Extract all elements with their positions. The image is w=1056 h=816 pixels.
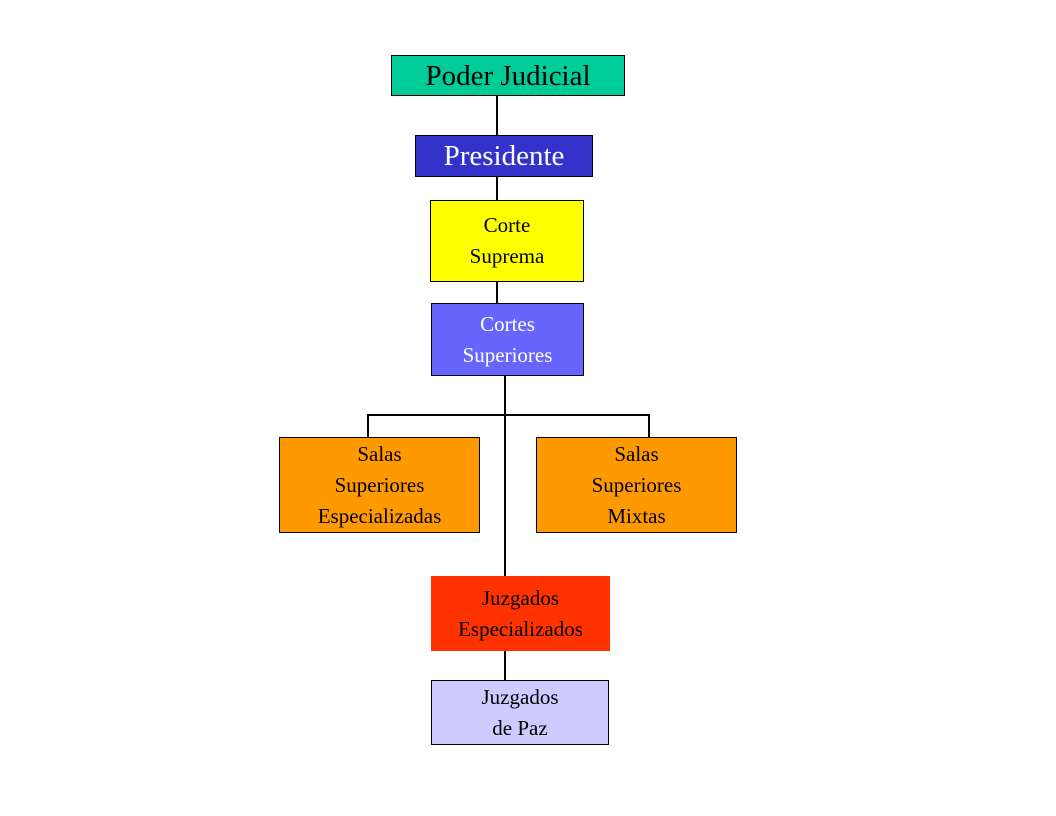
node-label: Poder Judicial <box>425 59 591 92</box>
node-label: Salas Superiores Especializadas <box>317 441 442 528</box>
connector-cortes-trunk <box>504 375 506 577</box>
node-corte-suprema: Corte Suprema <box>430 200 584 282</box>
node-juzgados-de-paz: Juzgados de Paz <box>431 680 609 745</box>
connector-corte-cortes <box>496 281 498 304</box>
node-salas-superiores-especializadas: Salas Superiores Especializadas <box>279 437 480 533</box>
node-poder-judicial: Poder Judicial <box>391 55 625 96</box>
node-label: Presidente <box>443 140 565 172</box>
node-cortes-superiores: Cortes Superiores <box>431 303 584 376</box>
connector-presidente-corte <box>496 176 498 201</box>
connector-salas-mix-drop <box>648 414 650 438</box>
connector-poder-presidente <box>496 95 498 136</box>
node-juzgados-especializados: Juzgados Especializados <box>431 576 610 651</box>
node-label: Cortes Superiores <box>462 311 553 367</box>
node-label: Juzgados Especializados <box>458 585 583 641</box>
node-presidente: Presidente <box>415 135 593 177</box>
node-salas-superiores-mixtas: Salas Superiores Mixtas <box>536 437 737 533</box>
connector-salas-esp-drop <box>367 414 369 438</box>
connector-juz-esp-juz-paz <box>504 650 506 681</box>
node-label: Salas Superiores Mixtas <box>591 441 682 528</box>
node-label: Corte Suprema <box>469 213 545 268</box>
node-label: Juzgados de Paz <box>481 684 559 740</box>
connector-salas-bar <box>367 414 650 416</box>
